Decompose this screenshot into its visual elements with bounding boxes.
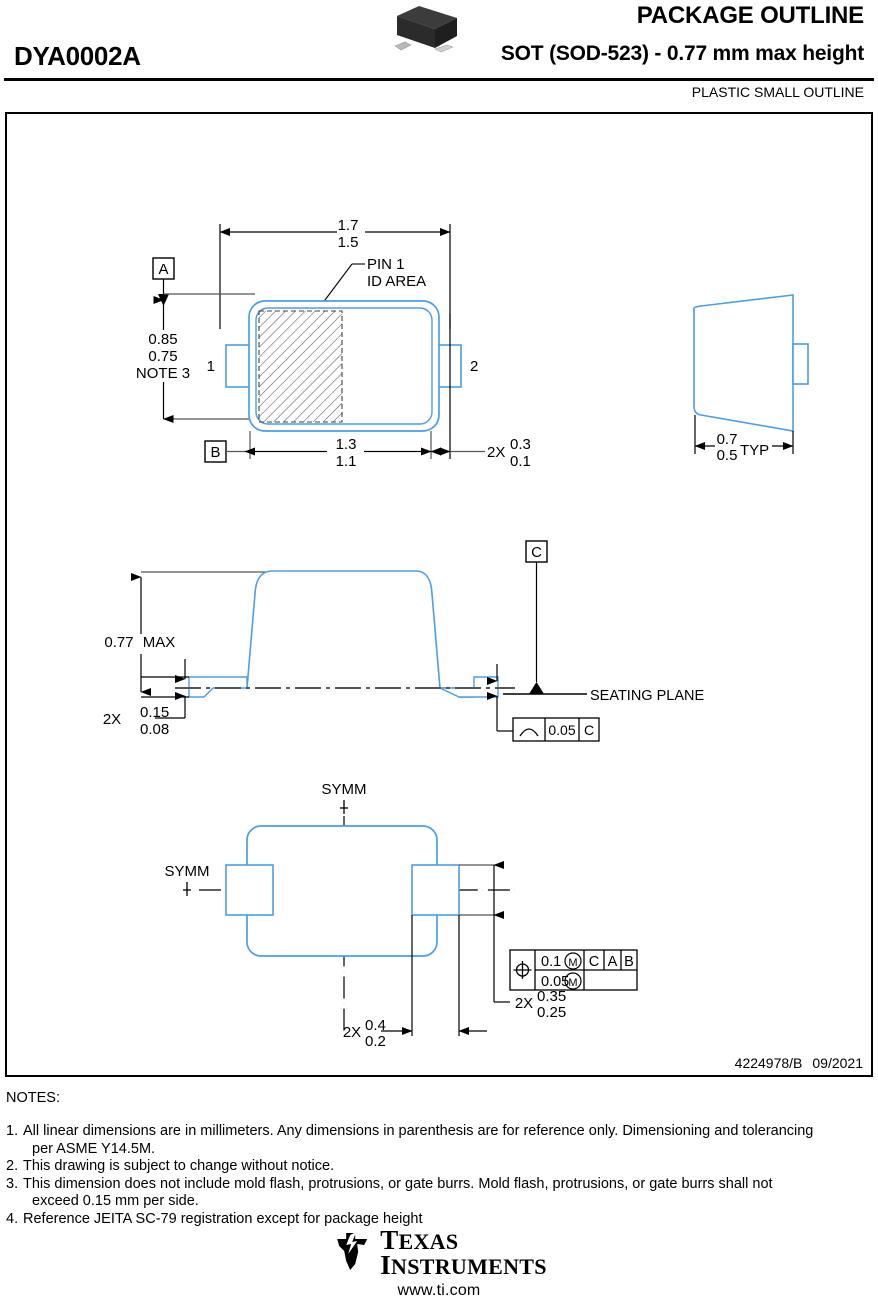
note-text: This dimension does not include mold fla… [23, 1176, 872, 1211]
svg-text:2X: 2X [103, 711, 121, 728]
notes-title: NOTES: [6, 1090, 60, 1106]
dim-overall-length: 1.7 1.5 [219, 217, 451, 329]
svg-text:2X: 2X [515, 995, 533, 1012]
header-divider [4, 78, 874, 81]
svg-text:C: C [531, 544, 542, 561]
note-text: This drawing is subject to change withou… [23, 1158, 335, 1174]
svg-text:0.77: 0.77 [104, 634, 133, 651]
centerline-symbol-left [183, 882, 191, 896]
pin1-label-line1: PIN 1 [367, 256, 405, 273]
top-view: 1.7 1.5 A 0.85 0.75 NOTE 3 [136, 217, 531, 470]
svg-text:1.1: 1.1 [336, 453, 357, 470]
sod523-package-3d-icon [385, 2, 465, 58]
svg-text:MAX: MAX [143, 634, 176, 651]
ti-brand: TEXAS INSTRUMENTS [331, 1225, 547, 1281]
drawing-number: 4224978/B [734, 1055, 803, 1071]
svg-text:0.05: 0.05 [541, 974, 569, 990]
datum-b: B [204, 440, 245, 463]
pin1-label-line2: ID AREA [367, 273, 426, 290]
pin-number-1: 1 [207, 358, 215, 375]
note-text: Reference JEITA SC-79 registration excep… [23, 1210, 423, 1227]
dim-pad-width: 2X 0.35 0.25 [459, 860, 566, 1021]
svg-text:0.15: 0.15 [140, 704, 169, 721]
svg-text:M: M [568, 957, 577, 969]
svg-text:0.85: 0.85 [148, 331, 177, 348]
ti-url: www.ti.com [397, 1281, 481, 1299]
note-text: All linear dimensions are in millimeters… [23, 1123, 872, 1158]
note-item: 3. This dimension does not include mold … [6, 1176, 872, 1211]
note-number: 1. [6, 1123, 19, 1139]
svg-text:0.3: 0.3 [510, 436, 531, 453]
symm-label-left: SYMM [165, 863, 210, 880]
svg-text:0.7: 0.7 [717, 431, 738, 448]
svg-text:M: M [568, 977, 577, 989]
true-position-icon [513, 961, 532, 979]
drawing-date: 09/2021 [812, 1055, 863, 1071]
page-header: DYA0002A PACKAGE OUTLINE SOT (SOD-523) -… [0, 0, 878, 100]
svg-text:1.7: 1.7 [338, 217, 359, 234]
note-number: 4. [6, 1210, 19, 1227]
dim-overall-width: 0.85 0.75 NOTE 3 [136, 293, 255, 424]
ti-word-texas: TEXAS [380, 1225, 459, 1255]
ti-logo-block: TEXAS INSTRUMENTS www.ti.com [331, 1225, 547, 1300]
symm-label-top: SYMM [322, 781, 367, 798]
package-classification: PLASTIC SMALL OUTLINE [691, 84, 864, 100]
page-title: PACKAGE OUTLINE [636, 2, 864, 29]
bottom-view: SYMM SYMM [165, 781, 638, 1050]
ti-texas-logo-icon [331, 1230, 373, 1277]
svg-text:A: A [608, 954, 618, 970]
package-body-top [225, 300, 462, 432]
note-continuation: per ASME Y14.5M. [32, 1140, 156, 1157]
note-number: 3. [6, 1175, 19, 1192]
svg-text:0.1: 0.1 [510, 453, 531, 470]
dim-lead-protrusion: 2X 0.3 0.1 [430, 314, 531, 470]
svg-text:TYP: TYP [740, 442, 769, 459]
svg-text:B: B [624, 954, 634, 970]
notes-list: 1. All linear dimensions are in millimet… [6, 1123, 872, 1228]
note-item: 2. This drawing is subject to change wit… [6, 1158, 872, 1176]
flatness-control-frame: 0.05 C [512, 717, 600, 742]
page-subtitle: SOT (SOD-523) - 0.77 mm max height [500, 42, 864, 65]
svg-text:0.35: 0.35 [537, 988, 566, 1005]
note-item: 4. Reference JEITA SC-79 registration ex… [6, 1211, 872, 1229]
page-footer: TEXAS INSTRUMENTS www.ti.com [0, 1227, 878, 1299]
svg-text:0.2: 0.2 [365, 1033, 386, 1050]
note-continuation: exceed 0.15 mm per side. [32, 1193, 199, 1209]
svg-text:0.08: 0.08 [140, 721, 169, 738]
note-number: 2. [6, 1158, 19, 1174]
svg-text:SEATING PLANE: SEATING PLANE [590, 688, 704, 704]
svg-text:0.1: 0.1 [541, 954, 561, 970]
dim-pad-length: 2X 0.4 0.2 [343, 915, 487, 1050]
svg-text:0.4: 0.4 [365, 1017, 386, 1034]
datum-a: A [152, 257, 175, 306]
end-view: 0.7 0.5 TYP [693, 294, 809, 464]
drawing-frame: 1.7 1.5 A 0.85 0.75 NOTE 3 [5, 112, 873, 1077]
dim-body-length: 1.3 1.1 [244, 431, 432, 470]
svg-text:2X: 2X [487, 444, 505, 461]
svg-text:2X: 2X [343, 1024, 361, 1041]
svg-text:0.75: 0.75 [148, 348, 177, 365]
ti-wordmark: TEXAS INSTRUMENTS [380, 1225, 547, 1281]
pin-number-2: 2 [470, 358, 478, 375]
position-control-frame: 0.1 M C A B 0.05 M [509, 949, 638, 991]
svg-text:0.05: 0.05 [548, 722, 575, 738]
note-item: 1. All linear dimensions are in millimet… [6, 1123, 872, 1158]
svg-text:C: C [589, 954, 599, 970]
centerline-symbol-top [340, 800, 348, 814]
ti-word-instruments: INSTRUMENTS [380, 1250, 547, 1281]
drawing-number-block: 4224978/B 09/2021 [725, 1055, 863, 1071]
package-code: DYA0002A [14, 41, 141, 71]
svg-text:B: B [210, 444, 220, 461]
svg-text:NOTE 3: NOTE 3 [136, 365, 190, 382]
package-outline-drawing: 1.7 1.5 A 0.85 0.75 NOTE 3 [103, 217, 809, 1050]
svg-text:0.25: 0.25 [537, 1004, 566, 1021]
svg-text:A: A [158, 261, 168, 278]
svg-text:C: C [584, 722, 594, 738]
notes-section: NOTES: 1. All linear dimensions are in m… [6, 1090, 872, 1228]
svg-text:1.5: 1.5 [338, 234, 359, 251]
svg-text:0.5: 0.5 [717, 447, 738, 464]
svg-text:1.3: 1.3 [336, 436, 357, 453]
side-view: 0.77 MAX 2X 0.15 0.08 C [103, 540, 704, 742]
